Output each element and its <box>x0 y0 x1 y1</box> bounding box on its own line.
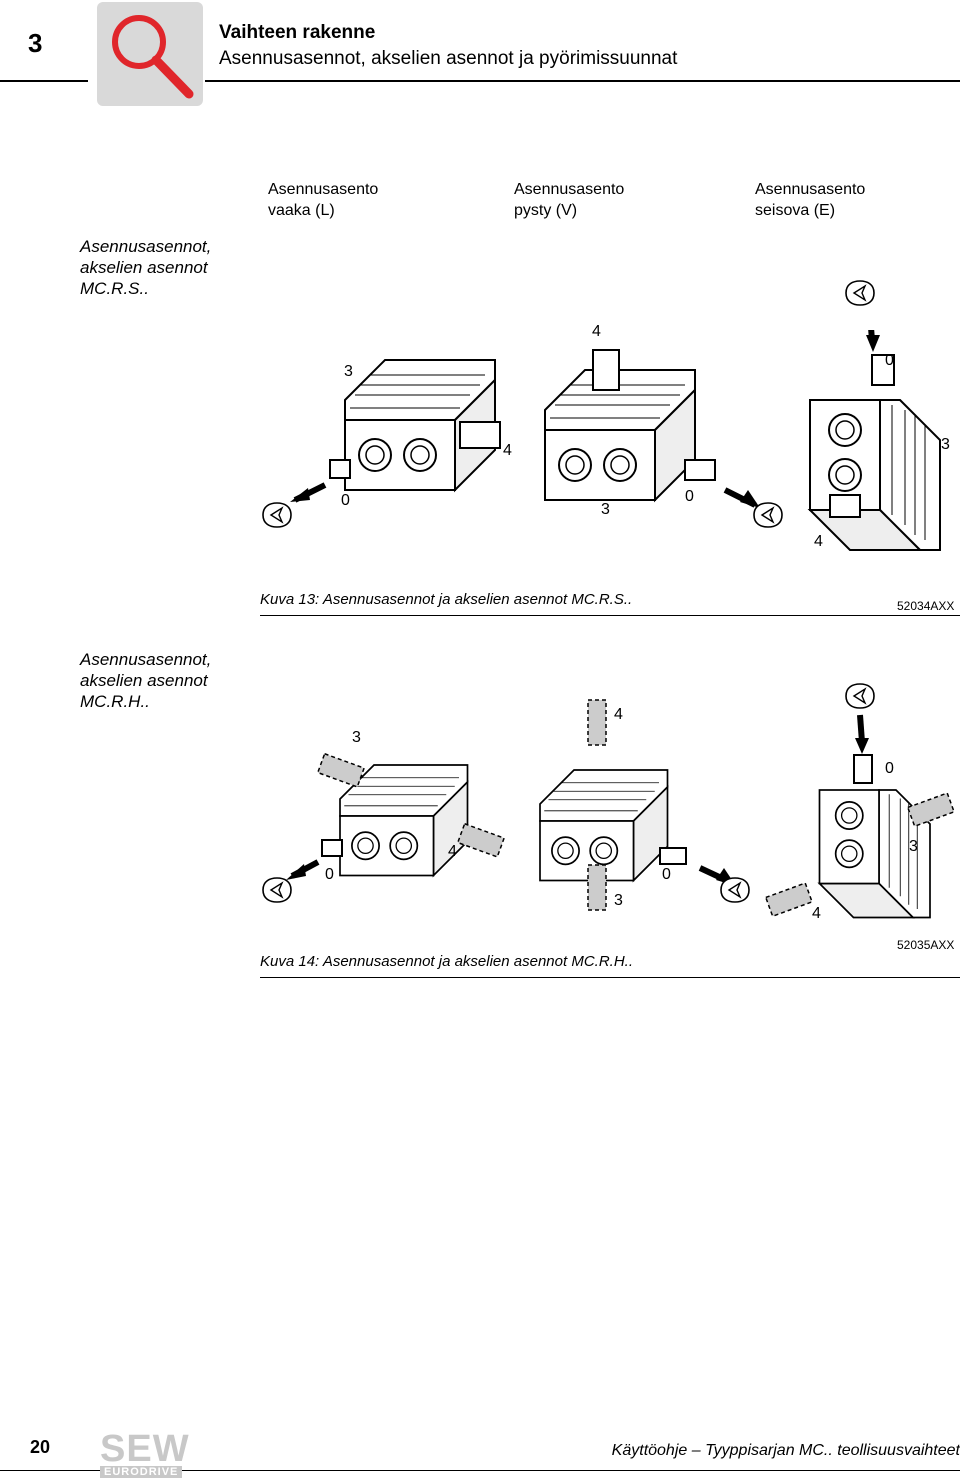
output-shaft <box>459 421 501 449</box>
pos-label: 0 <box>325 866 334 883</box>
page-subtitle: Asennusasennot, akselien asennot ja pyör… <box>219 48 678 69</box>
header-rule-left <box>0 80 88 82</box>
rotation-icon <box>262 877 292 903</box>
hollow-shaft-dashed <box>587 699 607 746</box>
pos-label: 4 <box>503 442 512 459</box>
rotation-icon <box>262 502 292 528</box>
hollow-shaft-dashed <box>587 864 607 911</box>
input-shaft-top <box>853 754 873 784</box>
gearbox-vertical <box>539 769 669 882</box>
pos-label: 4 <box>592 323 601 340</box>
output-shaft-left <box>829 494 861 518</box>
figure-14-code: 52035AXX <box>897 938 955 952</box>
section1-label: Asennusasennot, akselien asennot MC.R.S.… <box>80 237 212 298</box>
hollow-shaft-dashed <box>456 822 506 858</box>
input-shaft-right <box>684 459 716 481</box>
rotation-arrow <box>857 714 865 743</box>
chapter-number: 3 <box>28 28 43 58</box>
heading-vertical: Asennusasento pysty (V) <box>514 181 625 219</box>
pos-label: 4 <box>814 533 823 550</box>
rotation-icon <box>720 877 750 903</box>
pos-label: 3 <box>941 436 950 453</box>
pos-label: 3 <box>614 892 623 909</box>
page-number: 20 <box>30 1437 51 1457</box>
pos-label: 0 <box>885 352 894 369</box>
rotation-icon <box>845 278 875 313</box>
page-title: Vaihteen rakenne <box>219 22 376 43</box>
pos-label: 4 <box>614 706 623 723</box>
input-shaft-top <box>871 354 895 386</box>
heading-upright: Asennusasento seisova (E) <box>755 181 866 219</box>
pos-label: 0 <box>685 488 694 505</box>
figure-13-rule <box>260 615 960 616</box>
pos-label: 4 <box>448 843 457 860</box>
pos-label: 0 <box>341 492 350 509</box>
hollow-shaft-dashed <box>906 792 956 828</box>
pos-label: 0 <box>885 760 894 777</box>
gearbox-upright <box>809 399 941 551</box>
document-title: Käyttöohje – Tyyppisarjan MC.. teollisuu… <box>611 1442 960 1459</box>
figure-14-rule <box>260 977 960 978</box>
figure-13 <box>260 314 960 560</box>
input-shaft-right <box>659 847 687 865</box>
footer-rule <box>0 1470 960 1471</box>
hollow-shaft-dashed <box>316 752 366 788</box>
input-shaft <box>321 839 343 857</box>
magnifier-icon <box>97 2 203 106</box>
pos-label: 3 <box>601 501 610 518</box>
heading-horizontal: Asennusasento vaaka (L) <box>268 181 379 219</box>
header-rule-right <box>205 80 960 82</box>
rotation-icon <box>753 502 783 528</box>
figure-13-caption: Kuva 13: Asennusasennot ja akselien asen… <box>260 591 633 608</box>
pos-label: 4 <box>812 905 821 922</box>
input-shaft <box>329 459 351 479</box>
figure-14 <box>260 690 960 930</box>
section2-label: Asennusasennot, akselien asennot MC.R.H.… <box>80 650 212 711</box>
pos-label: 0 <box>662 866 671 883</box>
figure-13-code: 52034AXX <box>897 599 955 613</box>
pos-label: 3 <box>909 838 918 855</box>
sew-logo-sub: EURODRIVE <box>100 1466 183 1478</box>
rotation-icon <box>845 681 875 716</box>
sew-logo: SEW <box>100 1428 190 1470</box>
pos-label: 3 <box>344 363 353 380</box>
hollow-shaft-dashed <box>764 882 814 918</box>
figure-14-caption: Kuva 14: Asennusasennot ja akselien asen… <box>260 953 633 970</box>
output-shaft-up <box>592 349 620 391</box>
pos-label: 3 <box>352 729 361 746</box>
